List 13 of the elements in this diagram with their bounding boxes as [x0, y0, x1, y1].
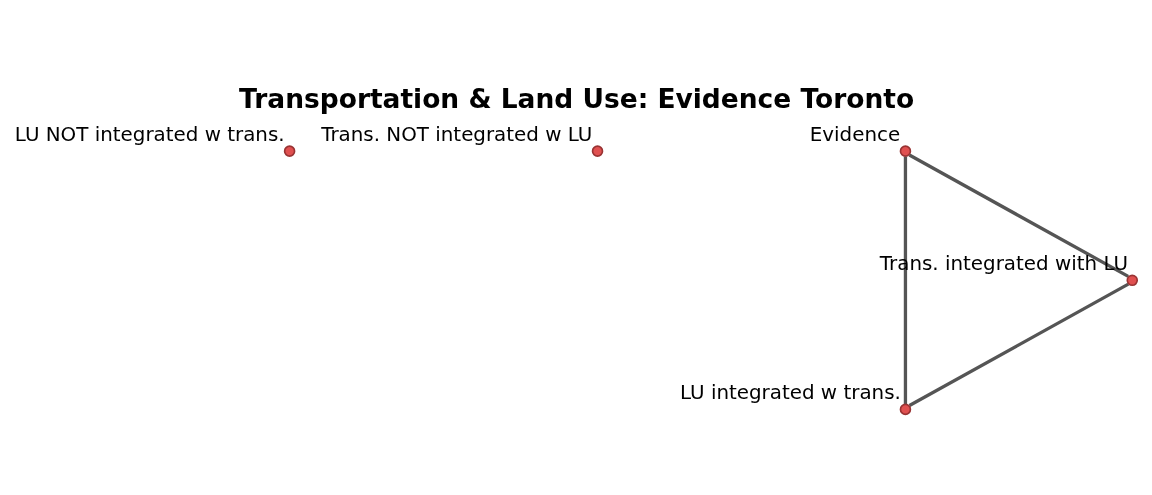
diagram-title: Transportation & Land Use: Evidence Toronto: [239, 82, 915, 114]
connector: [903, 155, 908, 404]
node-label: Trans. NOT integrated w LU: [321, 122, 593, 146]
node-label: LU integrated w trans.: [679, 380, 901, 404]
connector: [908, 282, 1130, 407]
node-label: LU NOT integrated w trans.: [14, 122, 285, 146]
node-circle: [283, 144, 296, 157]
node-circle: [591, 144, 604, 157]
node-label: Evidence: [809, 122, 901, 146]
node-circle: [1126, 274, 1139, 286]
node-circle: [899, 403, 912, 415]
node-circle: [899, 144, 912, 157]
connector: [908, 153, 1129, 278]
